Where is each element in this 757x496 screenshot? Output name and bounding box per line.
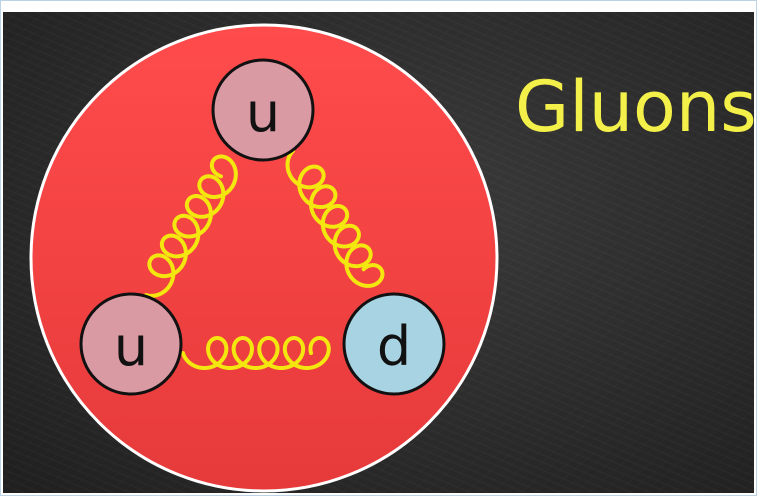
- quark-bottom-right: d: [342, 292, 446, 396]
- quark-top-circle: [211, 58, 315, 162]
- quark-bottom-left-label: u: [114, 315, 148, 378]
- quark-bottom-left-circle: [79, 292, 183, 396]
- quark-bottom-right-label: d: [377, 315, 411, 378]
- gluon-left: [144, 154, 238, 298]
- quark-bottom-left: u: [79, 292, 183, 396]
- gluon-right: [285, 149, 385, 288]
- gluon-lines: [144, 149, 385, 370]
- quark-top: u: [211, 58, 315, 162]
- quark-bottom-right-circle: [342, 292, 446, 396]
- gluon-bottom: [181, 336, 331, 370]
- slide-title: Gluons: [515, 66, 757, 148]
- quark-top-label: u: [246, 81, 280, 144]
